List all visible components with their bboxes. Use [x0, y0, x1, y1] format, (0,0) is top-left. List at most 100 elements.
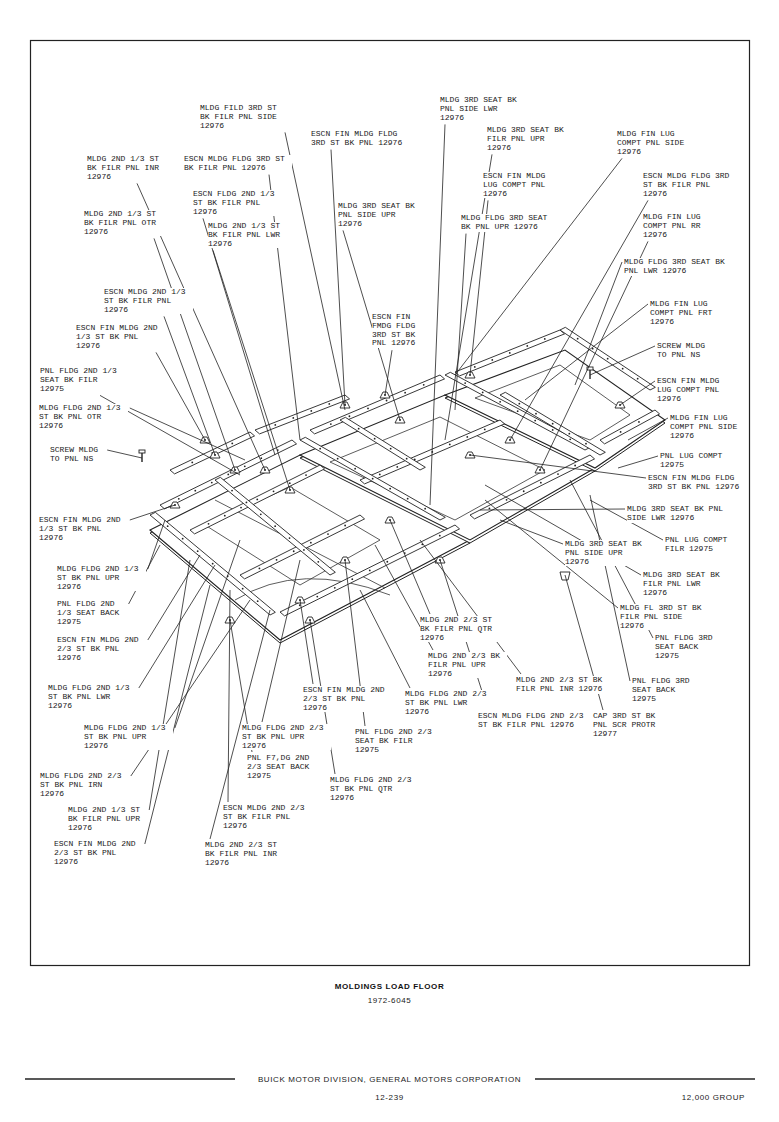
- molding-strip: [280, 525, 460, 616]
- footer-text: BUICK MOTOR DIVISION, GENERAL MOTORS COR…: [258, 1075, 521, 1085]
- leader-line: [130, 505, 175, 520]
- rivet-dot: [208, 523, 210, 525]
- leader-line: [575, 262, 622, 385]
- leader-line: [455, 158, 622, 375]
- rivet-dot: [303, 549, 305, 551]
- rivet-dot: [167, 525, 169, 527]
- part-callout: MLDG FLDG 2ND 1/3 ST BK PNL OTR 12976: [39, 404, 128, 430]
- load-floor-drawing: [139, 327, 665, 643]
- part-callout: MLDG FLDG 2ND 1/3 ST BK PNL UPR 12976: [84, 724, 173, 750]
- rivet-dot: [197, 550, 199, 552]
- rivet-dot: [482, 392, 484, 394]
- rivet-dot: [211, 482, 213, 484]
- panel-opening: [330, 417, 545, 520]
- panel-opening: [205, 487, 380, 585]
- rivet-dot: [499, 401, 501, 403]
- part-callout: MLDG 3RD SEAT BK PNL SIDE UPR 12976: [338, 202, 417, 228]
- part-callout: CAP 3RD ST BK PNL SCR PROTR 12977: [593, 712, 663, 738]
- rivet-dot: [622, 368, 624, 370]
- rivet-dot: [574, 465, 576, 467]
- rivet-dot: [464, 382, 466, 384]
- rivet-dot: [423, 384, 425, 386]
- rivet-dot: [390, 448, 392, 450]
- part-callout: ESCN MLDG 2ND 2/3 ST BK FILR PNL 12976: [223, 804, 312, 830]
- rivet-dot: [256, 499, 258, 501]
- rivet-dot: [231, 443, 233, 445]
- part-callout: ESCN FIN FMDG FLDG 3RD ST BK PNL 12976: [372, 313, 422, 348]
- rivet-dot: [506, 499, 508, 501]
- leader-line: [510, 200, 648, 440]
- rivet-dot: [337, 458, 339, 460]
- part-callout: MLDG FLDG 3RD SEAT BK PNL UPR 12976: [461, 214, 555, 232]
- leader-line: [164, 316, 215, 455]
- rivet-dot: [351, 578, 353, 580]
- rivet-dot: [317, 561, 319, 563]
- rivet-dot: [489, 507, 491, 509]
- molding-strip: [190, 465, 325, 534]
- part-callout: MLDG FL 3RD ST BK FILR PNL SIDE 12976: [620, 604, 704, 630]
- rivet-dot: [327, 533, 329, 535]
- rivet-dot: [484, 429, 486, 431]
- rivet-dot: [242, 588, 244, 590]
- rivet-dot: [509, 352, 511, 354]
- leader-line: [480, 509, 625, 510]
- part-callout: MLDG 2ND 1/3 ST BK FILR PNL LWR 12976: [208, 222, 287, 248]
- rivet-dot: [534, 420, 536, 422]
- rivet-dot: [276, 559, 278, 561]
- part-callout: PNL FLDG 2ND 1/3 SEAT BK FILR 12975: [40, 367, 124, 393]
- rivet-dot: [227, 474, 229, 476]
- molding-strip: [560, 327, 655, 390]
- part-callout: MLDG 2ND 1/3 ST BK FILR PNL OTR 12976: [84, 210, 163, 236]
- rivet-dot: [289, 537, 291, 539]
- rivet-dot: [367, 407, 369, 409]
- part-callout: ESCN FIN MLDG LUG COMPT PNL 12976: [657, 377, 727, 403]
- molding-strip: [255, 395, 350, 434]
- figure-frame: [31, 41, 750, 966]
- rivet-dot: [260, 513, 262, 515]
- leader-line: [360, 590, 410, 688]
- leader-line: [175, 540, 240, 728]
- rivet-dot: [517, 410, 519, 412]
- rivet-dot: [372, 478, 374, 480]
- leader-line: [628, 418, 668, 440]
- rivet-dot: [240, 507, 242, 509]
- rivet-dot: [637, 378, 639, 380]
- leader-line: [148, 555, 200, 640]
- rivet-dot: [557, 473, 559, 475]
- rivet-dot: [305, 474, 307, 476]
- rivet-dot: [293, 550, 295, 552]
- part-callout: SCREW MLDG TO PNL NS: [50, 446, 105, 464]
- leader-line: [455, 234, 466, 410]
- molding-strip: [455, 330, 565, 376]
- rivet-dot: [449, 444, 451, 446]
- part-callout: PNL LUG COMPT 12975: [660, 452, 730, 470]
- leader-line: [385, 350, 392, 395]
- leader-line: [149, 560, 190, 810]
- leader-line: [620, 381, 655, 405]
- rivet-dot: [523, 490, 525, 492]
- part-callout: MLDG FLDG 3RD SEAT BK PNL LWR 12976: [624, 258, 732, 276]
- rivet-dot: [358, 428, 360, 430]
- rivet-dot: [194, 490, 196, 492]
- leader-line: [590, 346, 655, 375]
- rivet-dot: [289, 482, 291, 484]
- part-callout: ESCN FIN MLDG FLDG 3RD ST BK PNL 12976: [648, 474, 742, 492]
- rivet-dot: [374, 438, 376, 440]
- rivet-dot: [585, 443, 587, 445]
- part-callout: MLDG 2ND 2/3 ST BK FILR PNL QTR 12976: [420, 616, 499, 642]
- rivet-dot: [552, 429, 554, 431]
- leader-line: [148, 520, 165, 569]
- part-callout: ESCN FIN MLDG 2ND 1/3 ST BK PNL 12976: [76, 324, 165, 350]
- rivet-dot: [386, 561, 388, 563]
- rivet-dot: [274, 525, 276, 527]
- rivet-dot: [274, 424, 276, 426]
- rivet-dot: [552, 423, 554, 425]
- rivet-dot: [292, 417, 294, 419]
- part-callout: MLDG 2ND 2/3 ST BK FILR PNL INR 12976: [516, 676, 610, 694]
- leader-line: [139, 565, 215, 688]
- rivet-dot: [407, 498, 409, 500]
- molding-strip: [445, 372, 590, 450]
- leader-line: [300, 600, 313, 684]
- leader-line: [390, 520, 430, 614]
